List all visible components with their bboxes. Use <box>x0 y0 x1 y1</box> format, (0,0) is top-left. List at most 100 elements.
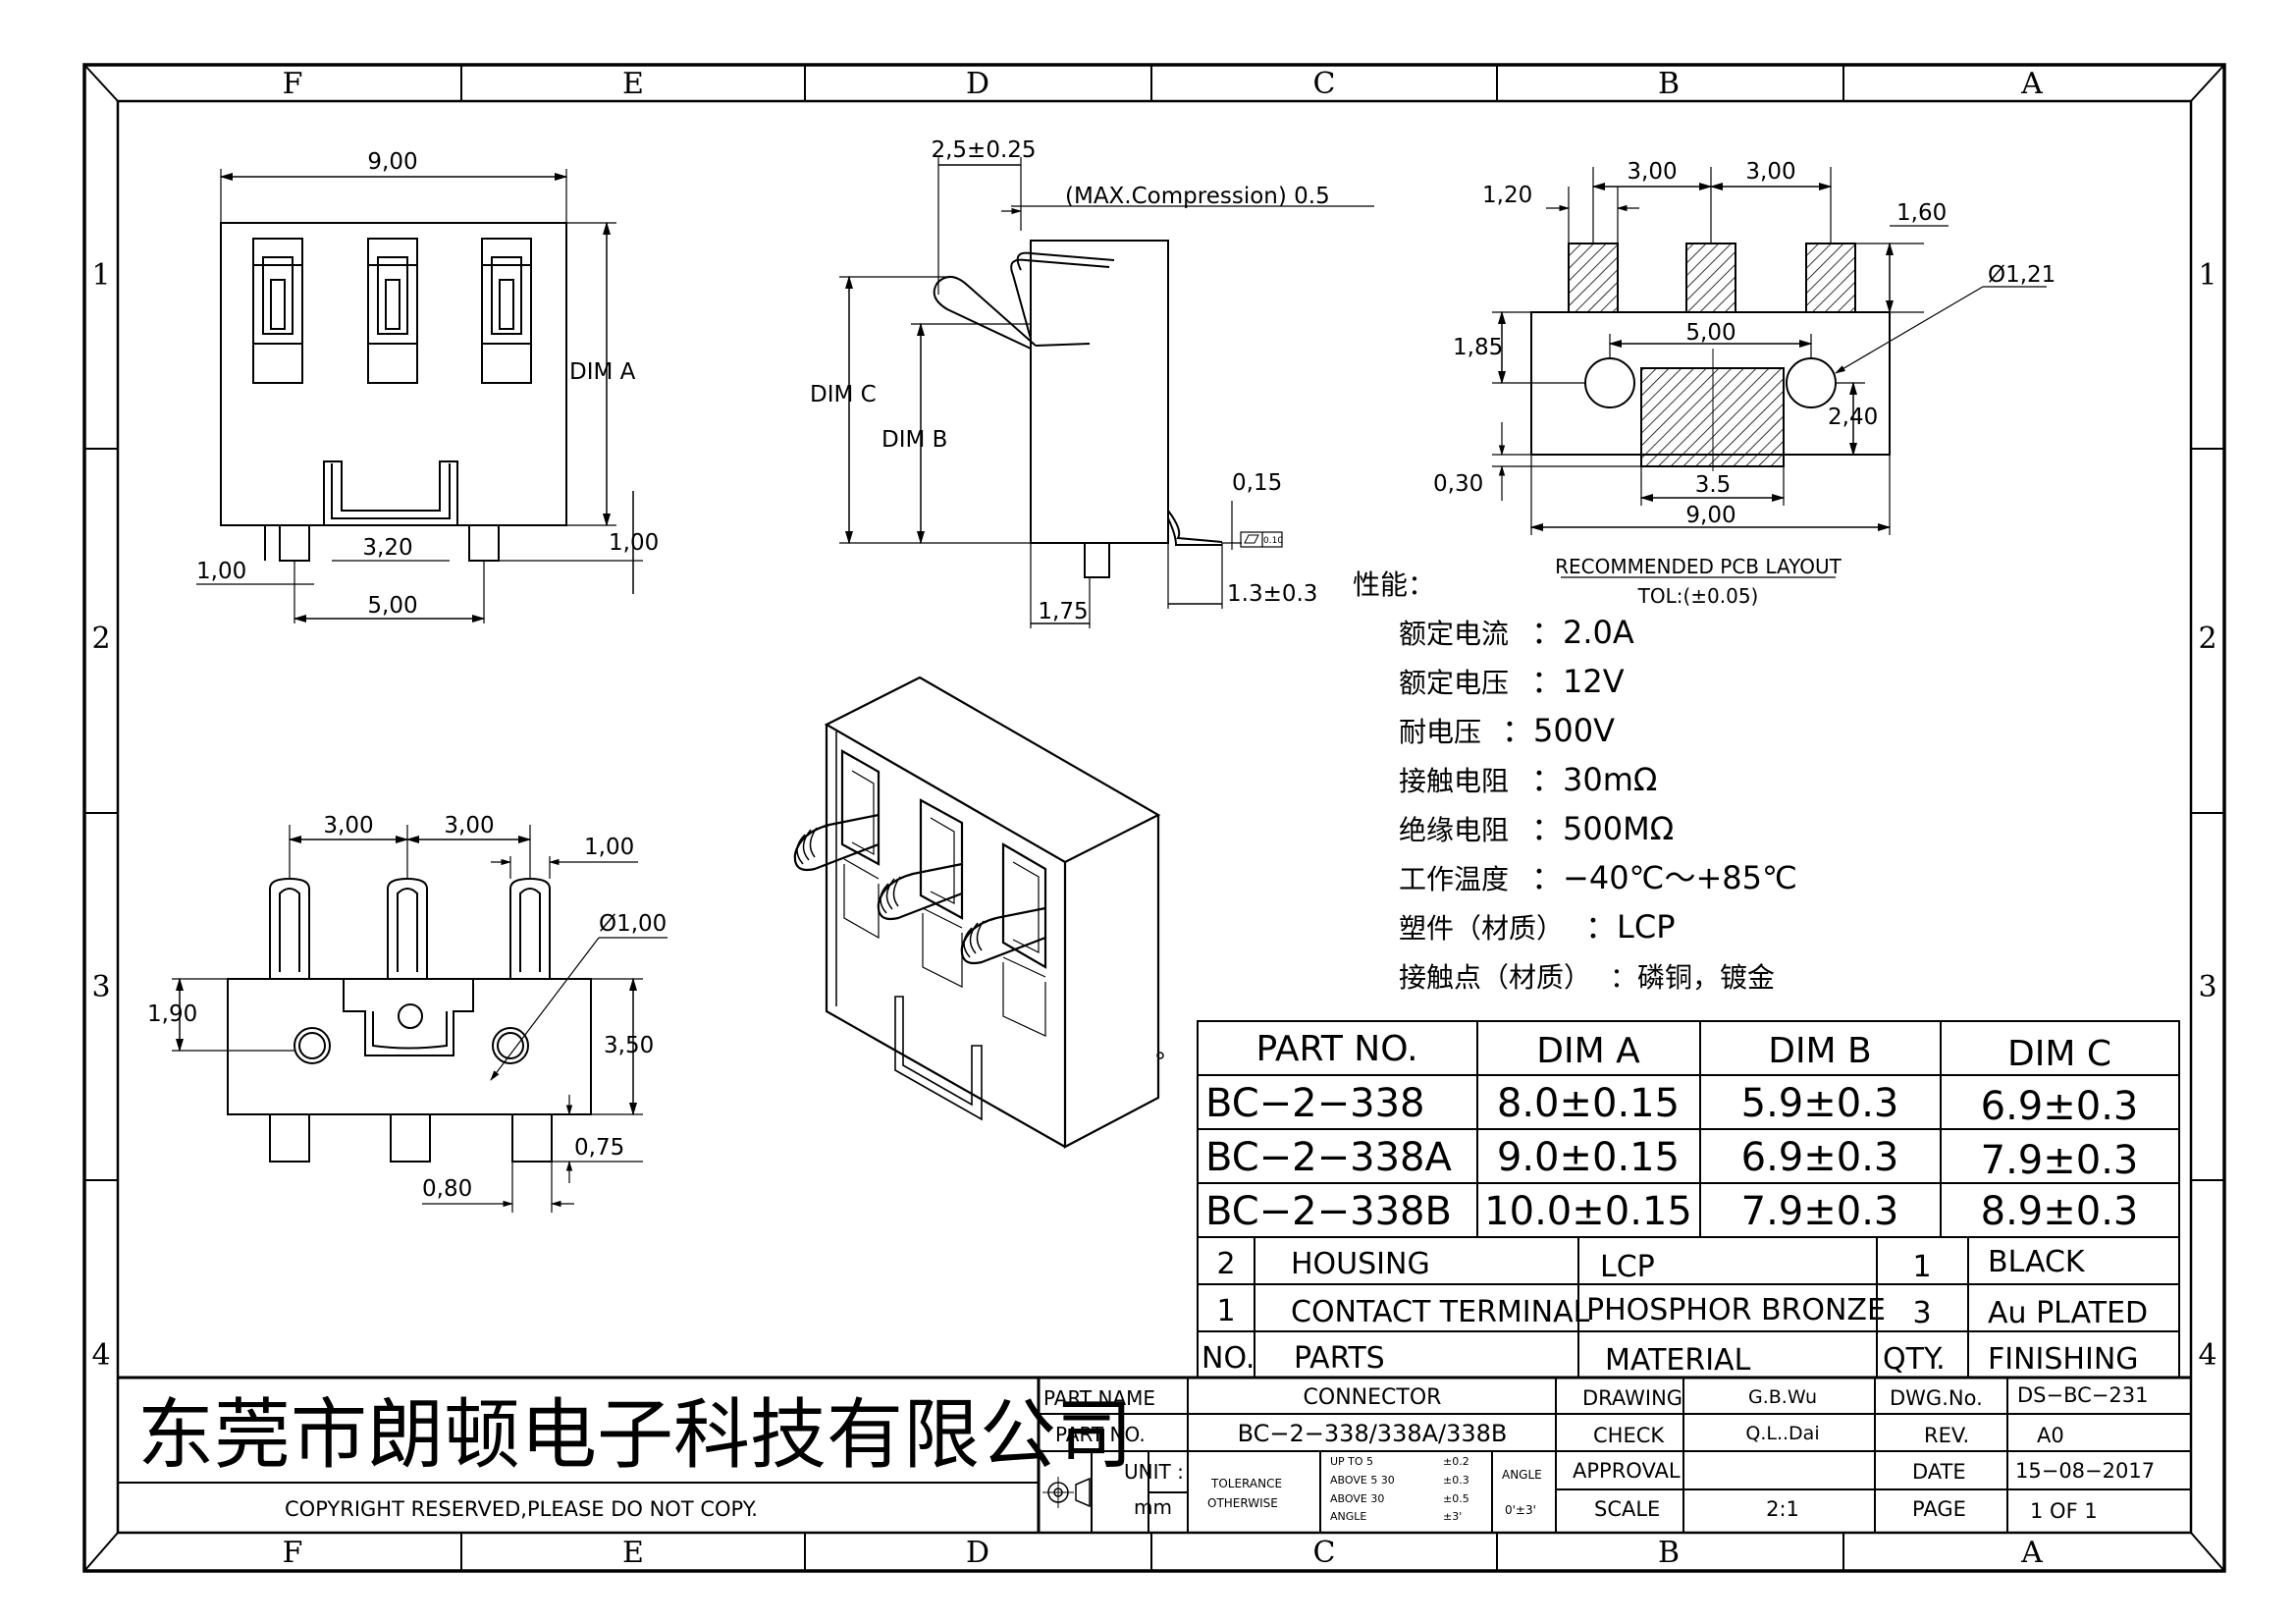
dwg-no-value: DS−BC−231 <box>2017 1383 2148 1407</box>
pin-offset-label: 1,00 <box>196 559 246 584</box>
angle-value: 0'±3' <box>1505 1503 1536 1517</box>
unit-value: mm <box>1134 1495 1172 1519</box>
frame-labels: F E D C B A F E D C B A 1 2 3 4 1 2 3 4 <box>91 67 2216 1570</box>
tol-value: ±3' <box>1443 1510 1462 1523</box>
spec-label: 耐电压 <box>1399 716 1481 748</box>
col-label-bottom: B <box>1658 1536 1680 1570</box>
col-label-top: D <box>966 67 989 101</box>
date-value: 15−08−2017 <box>2015 1459 2155 1483</box>
spec-value: ：磷铜，镀金 <box>1610 961 1775 994</box>
pcb-layout <box>1492 167 2047 578</box>
bottom-view <box>172 825 667 1213</box>
tolerance-label: TOLERANCE <box>1210 1477 1282 1490</box>
spec-value: ：30mΩ <box>1531 761 1657 798</box>
spec-label: 额定电压 <box>1399 667 1509 699</box>
date-label: DATE <box>1912 1460 1966 1484</box>
bom-cell: 1 <box>1912 1250 1931 1284</box>
y1-label: 1,90 <box>147 1001 197 1027</box>
angle-label: ANGLE <box>1502 1468 1542 1482</box>
hole-dia-label: Ø1,21 <box>1988 262 2056 288</box>
otherwise-label: OTHERWISE <box>1207 1496 1278 1510</box>
spec-label: 绝缘电阻 <box>1399 814 1509 846</box>
page-label: PAGE <box>1912 1497 1966 1521</box>
frame <box>82 63 2226 1573</box>
table-cell: BC−2−338A <box>1205 1135 1452 1180</box>
part-name-label: PART NAME <box>1043 1386 1155 1410</box>
bom-header: PARTS <box>1294 1341 1385 1376</box>
table-cell: 6.9±0.3 <box>1981 1084 2139 1129</box>
col-label-bottom: F <box>283 1536 303 1570</box>
pin-span-label: 5,00 <box>367 593 417 619</box>
spec-value: ：500V <box>1502 712 1615 749</box>
col-label-top: A <box>2020 67 2043 101</box>
spec-value: ：500MΩ <box>1531 810 1674 847</box>
spec-label: 额定电流 <box>1399 618 1509 650</box>
top-dim-label: 2,5±0.25 <box>931 137 1036 163</box>
spec-value: ：LCP <box>1585 908 1675 946</box>
pin-length-label: 0,75 <box>574 1135 624 1161</box>
tol-range: ANGLE <box>1330 1510 1366 1523</box>
tol-range: ABOVE 5 30 <box>1330 1474 1395 1487</box>
side-view <box>839 157 1374 628</box>
specifications: 性能： 额定电流 ：2.0A 额定电压 ：12V 耐电压 ：500V 接触电阻 … <box>1353 568 1797 994</box>
flatness-value: 0.10 <box>1263 536 1283 546</box>
rev-label: REV. <box>1924 1424 1969 1447</box>
bom-header: NO. <box>1201 1341 1255 1376</box>
pin-width-label: 1,75 <box>1038 599 1088 624</box>
bom-header: MATERIAL <box>1605 1343 1751 1378</box>
part-no: BC−2−338/338A/338B <box>1238 1420 1508 1447</box>
col-label-top: E <box>622 67 644 101</box>
page-value: 1 OF 1 <box>2030 1499 2098 1523</box>
part-name: CONNECTOR <box>1304 1385 1442 1410</box>
company-name: 东莞市朗顿电子科技有限公司 <box>137 1391 1133 1480</box>
pitch1-label: 3,00 <box>1627 159 1677 185</box>
table-cell: 10.0±0.15 <box>1484 1189 1692 1234</box>
table-cell: 7.9±0.3 <box>1741 1189 1899 1234</box>
spec-label: 接触点（材质） <box>1399 961 1591 994</box>
table-cell: 8.9±0.3 <box>1981 1189 2139 1234</box>
spec-value: ：2.0A <box>1531 614 1634 651</box>
isometric-view <box>793 676 1164 1149</box>
pcb-title: RECOMMENDED PCB LAYOUT <box>1555 555 1842 578</box>
hole-span-label: 5,00 <box>1685 320 1735 346</box>
col-label-bottom: C <box>1313 1536 1336 1570</box>
hole-dia-label: Ø1,00 <box>599 911 667 937</box>
bom-cell: 3 <box>1912 1296 1931 1330</box>
spec-label: 接触电阻 <box>1399 765 1509 797</box>
title-block-text: 东莞市朗顿电子科技有限公司 COPYRIGHT RESERVED,PLEASE … <box>137 1383 2155 1523</box>
check-label: CHECK <box>1593 1424 1665 1447</box>
row-label-right: 4 <box>2198 1338 2216 1373</box>
pitch-label: 3,20 <box>362 535 412 561</box>
rev-value: A0 <box>2037 1424 2064 1447</box>
pitch2-label: 3,00 <box>1745 159 1795 185</box>
pad-width-label: 1,20 <box>1482 183 1532 208</box>
unit-label: UNIT : <box>1124 1460 1184 1484</box>
drawing-label: DRAWING <box>1582 1386 1682 1410</box>
col-label-top: B <box>1658 67 1680 101</box>
tail-length-label: 1.3±0.3 <box>1227 581 1317 607</box>
col-label-bottom: E <box>622 1536 644 1570</box>
spec-heading: 性能： <box>1353 568 1435 601</box>
bom-text: 2 HOUSING LCP 1 BLACK 1 CONTACT TERMINAL… <box>1201 1245 2148 1378</box>
pin-width-label: 1,00 <box>584 835 634 860</box>
total-label: 9,00 <box>1685 503 1735 528</box>
table-cell: 8.0±0.15 <box>1497 1081 1680 1126</box>
bom-cell: 2 <box>1216 1247 1235 1281</box>
scale-value: 2:1 <box>1766 1497 1799 1521</box>
dim-a-label: DIM A <box>569 359 636 385</box>
scale-label: SCALE <box>1594 1497 1660 1521</box>
col-label-bottom: D <box>966 1536 989 1570</box>
tail-thickness-label: 0,15 <box>1232 470 1282 496</box>
row-label-left: 4 <box>91 1338 110 1373</box>
bom-cell: BLACK <box>1988 1245 2086 1279</box>
drawing-value: G.B.Wu <box>1748 1386 1817 1408</box>
table-cell: 6.9±0.3 <box>1741 1135 1899 1180</box>
x0-label: 0,30 <box>1433 471 1483 497</box>
row-label-left: 2 <box>91 622 110 656</box>
check-value: Q.L..Dai <box>1745 1423 1819 1444</box>
pin-x-label: 0,80 <box>422 1176 472 1202</box>
row-label-right: 3 <box>2198 970 2216 1004</box>
dimension-table <box>1197 1020 2180 1238</box>
col-label-bottom: A <box>2020 1536 2043 1570</box>
